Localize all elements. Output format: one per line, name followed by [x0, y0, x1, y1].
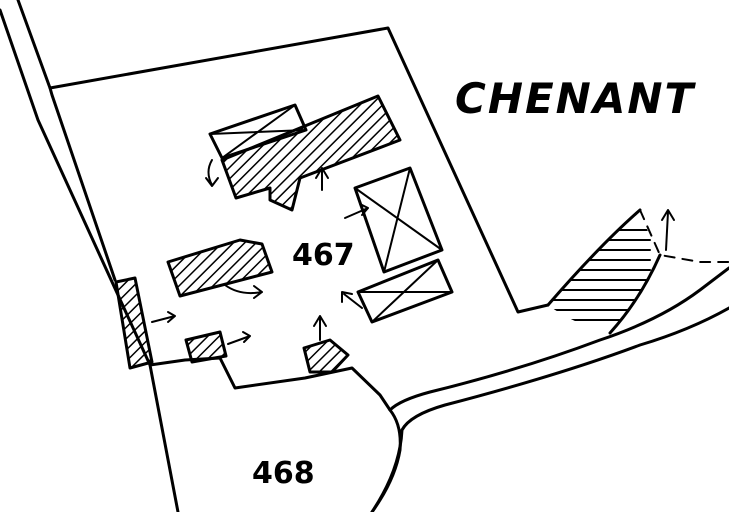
slope-arrow-icon — [661, 209, 675, 251]
parcel-boundary-west — [48, 86, 117, 282]
arrow-icon — [205, 159, 219, 187]
arrow-icon — [341, 291, 363, 309]
slope-hatching — [548, 229, 651, 321]
parcel-boundary-left-edge — [0, 8, 180, 512]
building-hatched-small — [184, 330, 228, 364]
road-edge-upper — [388, 266, 729, 412]
slope-outline — [546, 208, 662, 335]
building-hatched-west — [166, 238, 274, 298]
building-hatched-strip — [114, 276, 154, 370]
arrow-icon — [313, 315, 327, 341]
parcel-number-468: 468 — [252, 456, 315, 491]
parcel-boundary — [16, 0, 550, 314]
arrow-icon — [344, 203, 369, 219]
building-hatched-north — [220, 94, 402, 212]
arrow-icon — [315, 167, 329, 191]
building-crossed-center — [353, 166, 444, 274]
arrow-icon — [151, 311, 176, 323]
arrow-icon — [227, 331, 251, 345]
road-edge-left — [370, 408, 402, 512]
road-edge-lower — [370, 306, 729, 512]
building-crossed-north — [208, 103, 308, 160]
building-hatched-south — [302, 338, 350, 374]
parcel-number-467: 467 — [292, 238, 355, 273]
arrow-icon — [224, 284, 263, 299]
slope-dashed-line — [639, 209, 729, 263]
parcel-467-468-boundary — [148, 356, 392, 412]
building-crossed-south — [356, 258, 454, 324]
place-name-label: CHENANT — [455, 74, 696, 123]
